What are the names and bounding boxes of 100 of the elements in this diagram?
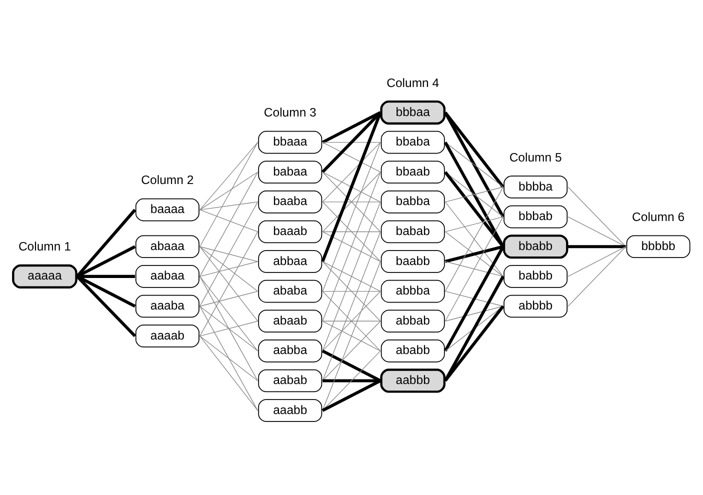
connector (200, 306, 258, 352)
node-box: aabba (258, 340, 322, 362)
label: Column 2 (141, 173, 194, 188)
connector (322, 261, 381, 292)
connector (200, 231, 258, 336)
connector (200, 202, 258, 307)
connector (444, 202, 504, 277)
connector (200, 246, 258, 292)
connector (568, 246, 626, 277)
connector (568, 245, 626, 248)
node-box: baaab (258, 220, 322, 244)
connector (444, 112, 504, 188)
node-box: bbaab (380, 160, 445, 184)
connector (444, 276, 504, 382)
node-box: babbb (504, 265, 568, 288)
connector (200, 290, 258, 307)
connector (444, 216, 504, 232)
node-box: babab (380, 220, 445, 244)
label: Column 5 (509, 150, 562, 164)
connector (322, 172, 381, 232)
connector (322, 320, 381, 322)
connector (200, 276, 258, 382)
node-box: bbabb (502, 234, 568, 259)
connector (322, 231, 381, 382)
node-box: bbbba (504, 176, 568, 198)
node-box: bbbab (504, 205, 568, 228)
connector (444, 261, 504, 277)
connector (322, 202, 381, 352)
connector (200, 336, 258, 411)
connector (200, 320, 258, 336)
node-box: aaaaa (12, 264, 78, 288)
label: Column 1 (18, 240, 71, 254)
node-box: bbaba (380, 130, 445, 154)
connector (76, 275, 136, 338)
node-box: ababb (380, 340, 445, 362)
connector (322, 172, 381, 202)
node-box: abaaa (135, 235, 200, 258)
label: Column 6 (632, 210, 685, 224)
node-box: abaab (258, 310, 322, 333)
node-box: baabb (380, 250, 445, 273)
node-box: abbba (380, 280, 445, 303)
node-box: aaabb (258, 399, 322, 422)
connector (322, 261, 381, 411)
connector (322, 379, 382, 412)
connector (444, 246, 504, 352)
node-box: bbbbb (626, 235, 690, 258)
connector (322, 111, 382, 144)
node-box: aabbb (380, 368, 446, 393)
connector (322, 231, 381, 232)
connector (200, 276, 258, 352)
connector (444, 216, 504, 322)
label: Column 3 (264, 106, 316, 120)
connector (322, 350, 382, 382)
connector (322, 290, 381, 292)
connector (200, 142, 258, 247)
connector (322, 231, 381, 262)
node-box: aabab (258, 369, 322, 392)
connector (200, 172, 258, 277)
label: Column 4 (386, 76, 440, 90)
node-box: babba (380, 190, 445, 214)
node-box: babaa (258, 160, 322, 184)
connector (444, 142, 504, 248)
connector (568, 246, 626, 307)
node-box: aaaba (135, 294, 200, 318)
connector (321, 111, 382, 174)
connector (568, 186, 626, 247)
node-box: aaaab (135, 324, 200, 348)
connector (444, 186, 504, 292)
connector (200, 261, 258, 277)
node-box: aabaa (135, 265, 200, 288)
connector (322, 172, 381, 322)
connector (444, 306, 504, 352)
connector (444, 305, 504, 382)
connector (444, 245, 504, 264)
connector (322, 142, 381, 202)
node-box: baaaa (135, 198, 200, 222)
connector (200, 202, 258, 210)
connector (200, 172, 258, 210)
connector (76, 208, 136, 278)
node-box: baaba (258, 190, 322, 214)
node-box: abbaa (258, 250, 322, 273)
connector (322, 379, 380, 382)
connector (322, 202, 381, 262)
connector (200, 336, 258, 382)
connector (200, 246, 258, 322)
connector (200, 209, 258, 232)
connector (322, 350, 381, 411)
connector (321, 112, 382, 262)
connector (444, 112, 504, 218)
connector (444, 290, 504, 307)
connector (444, 306, 504, 322)
connector (444, 231, 504, 277)
connector (200, 306, 258, 411)
connector (322, 320, 381, 382)
connector (322, 290, 381, 352)
connector (444, 171, 504, 248)
node-box: abbbb (504, 294, 568, 318)
connector (322, 142, 381, 172)
node-box: abbab (380, 310, 445, 333)
connector (322, 142, 381, 143)
